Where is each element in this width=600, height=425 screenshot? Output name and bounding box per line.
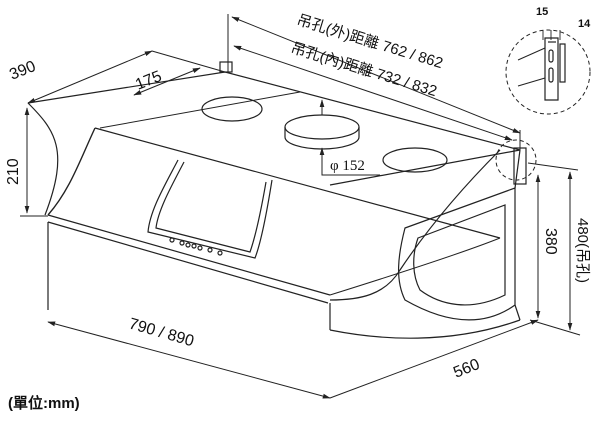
width-label: 790 / 890	[127, 316, 196, 351]
hood-body	[27, 29, 591, 339]
unit-label: (單位:mm)	[8, 395, 80, 412]
duct-diameter-label: φ 152	[330, 158, 365, 174]
bracket-detail-a-label: 15	[536, 6, 548, 18]
hanging-hole-height-label: 480(吊孔)	[574, 218, 591, 283]
side-depth-label: 560	[451, 356, 482, 382]
body-height-label: 380	[542, 228, 559, 255]
front-height-label: 210	[5, 158, 22, 185]
bracket-detail-b-label: 14	[578, 18, 591, 30]
dimension-lines	[20, 14, 581, 399]
bracket-offset-label: 175	[133, 68, 164, 94]
depth-top-label: 390	[7, 58, 38, 84]
